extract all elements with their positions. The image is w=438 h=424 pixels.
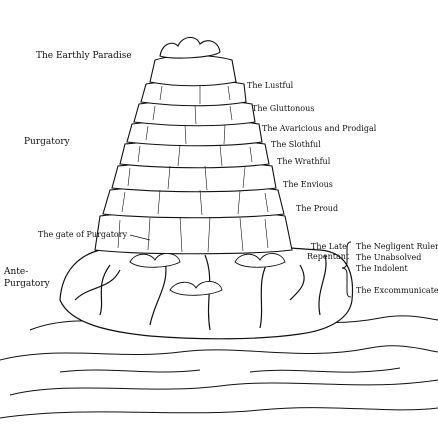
label-ante-group: The Negligent Rulers bbox=[356, 242, 438, 251]
label-purgatory: Purgatory bbox=[24, 137, 70, 147]
label-terrace: The Gluttonous bbox=[252, 104, 315, 113]
label-terrace: The Lustful bbox=[247, 81, 294, 90]
label-late-repentant-1: The Late bbox=[311, 242, 347, 251]
ante-groups-brace bbox=[341, 241, 352, 298]
label-ante-group: The Unabsolved bbox=[356, 253, 422, 262]
terraces bbox=[94, 36, 293, 255]
cliff-texture bbox=[117, 85, 269, 253]
clouds bbox=[129, 253, 286, 296]
shore-ground bbox=[0, 315, 438, 419]
summit-trees bbox=[159, 36, 221, 59]
label-terrace: The Avaricious and Prodigal bbox=[262, 124, 377, 133]
label-ante-group: The Excommunicate bbox=[356, 286, 438, 295]
label-terrace: The Slothful bbox=[271, 140, 321, 149]
label-terrace: The Envious bbox=[283, 180, 333, 189]
label-ante-group: The Indolent bbox=[356, 264, 408, 273]
label-terrace: The Proud bbox=[296, 204, 339, 213]
label-ante-purgatory-2: Purgatory bbox=[4, 279, 50, 289]
label-earthly-paradise: The Earthly Paradise bbox=[36, 51, 132, 61]
label-gate: The gate of Purgatory bbox=[38, 230, 128, 239]
earthly-paradise-summit bbox=[149, 55, 237, 87]
gate-pointer bbox=[129, 234, 151, 241]
label-terrace: The Wrathful bbox=[277, 157, 331, 166]
label-late-repentant-2: Repentant bbox=[307, 252, 350, 261]
label-ante-purgatory-1: Ante- bbox=[4, 267, 29, 277]
